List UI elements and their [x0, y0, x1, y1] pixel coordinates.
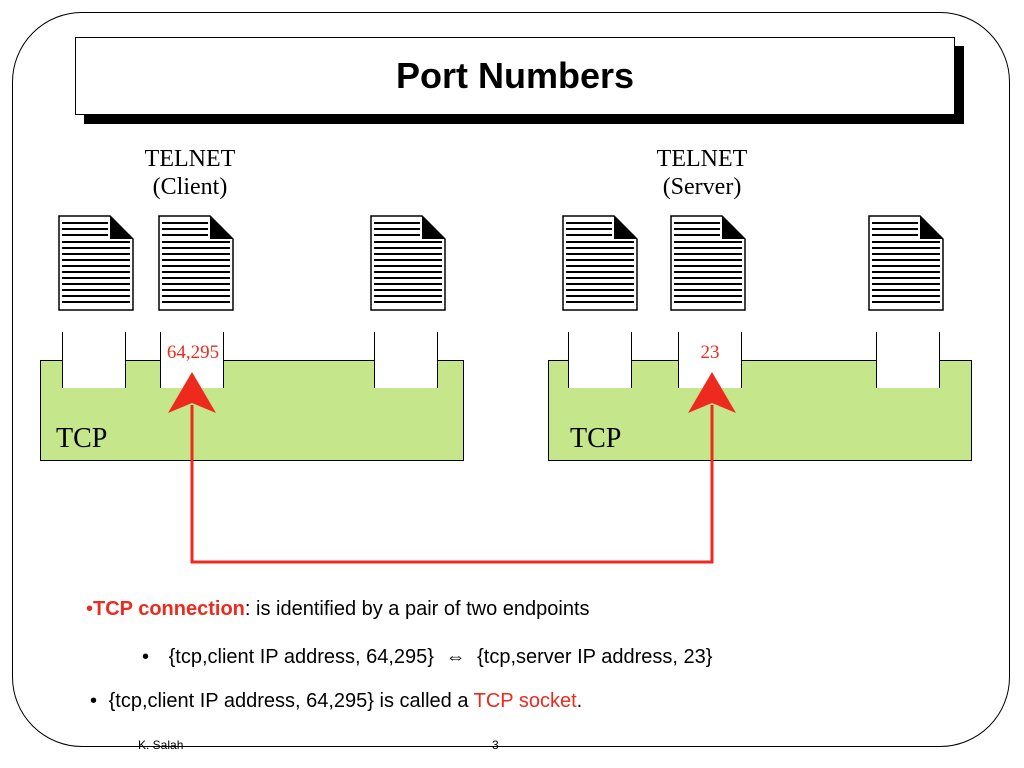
client-app-role: (Client) — [152, 174, 228, 200]
server-port-number: 23 — [700, 342, 720, 363]
bullet-end: . — [576, 690, 583, 712]
server-tcp-label: TCP — [570, 423, 622, 454]
footer-page-number: 3 — [492, 738, 499, 752]
client-app-name: TELNET — [144, 146, 236, 172]
server-app-name: TELNET — [656, 146, 748, 172]
client-app-label: TELNET (Client) — [70, 145, 310, 201]
server-endpoint: {tcp,server IP address, 23} — [477, 646, 713, 668]
server-port-slot — [876, 332, 940, 388]
title-box: Port Numbers — [75, 37, 955, 115]
bullet-marker: • — [142, 646, 150, 668]
client-endpoint: {tcp,client IP address, 64,295} — [168, 646, 434, 668]
bullet-marker: • — [90, 690, 98, 712]
slide-frame — [12, 12, 1010, 747]
bullet-socket-text: {tcp,client IP address, 64,295} is calle… — [108, 690, 474, 712]
bullet-marker: • — [86, 598, 94, 620]
client-port-slot — [62, 332, 126, 388]
bullet-tcp-connection: •TCP connection: is identified by a pair… — [86, 598, 590, 621]
client-port-number: 64,295 — [166, 342, 220, 363]
server-app-role: (Server) — [662, 174, 742, 200]
tcp-socket-term: TCP socket — [473, 690, 577, 712]
server-app-label: TELNET (Server) — [582, 145, 822, 201]
client-port-slot — [374, 332, 438, 388]
slide-title: Port Numbers — [395, 55, 635, 96]
bullet-tcp-socket: • {tcp,client IP address, 64,295} is cal… — [90, 690, 582, 713]
bullet-endpoint-pair: • {tcp,client IP address, 64,295} ⇔ {tcp… — [142, 646, 712, 669]
client-tcp-label: TCP — [56, 423, 108, 454]
bullet-description: : is identified by a pair of two endpoin… — [244, 598, 590, 620]
bullet-bold-term: TCP connection — [93, 598, 245, 620]
server-port-slot — [568, 332, 632, 388]
footer-author: K. Salah — [138, 738, 184, 752]
bidirectional-arrow-icon: ⇔ — [445, 646, 466, 668]
